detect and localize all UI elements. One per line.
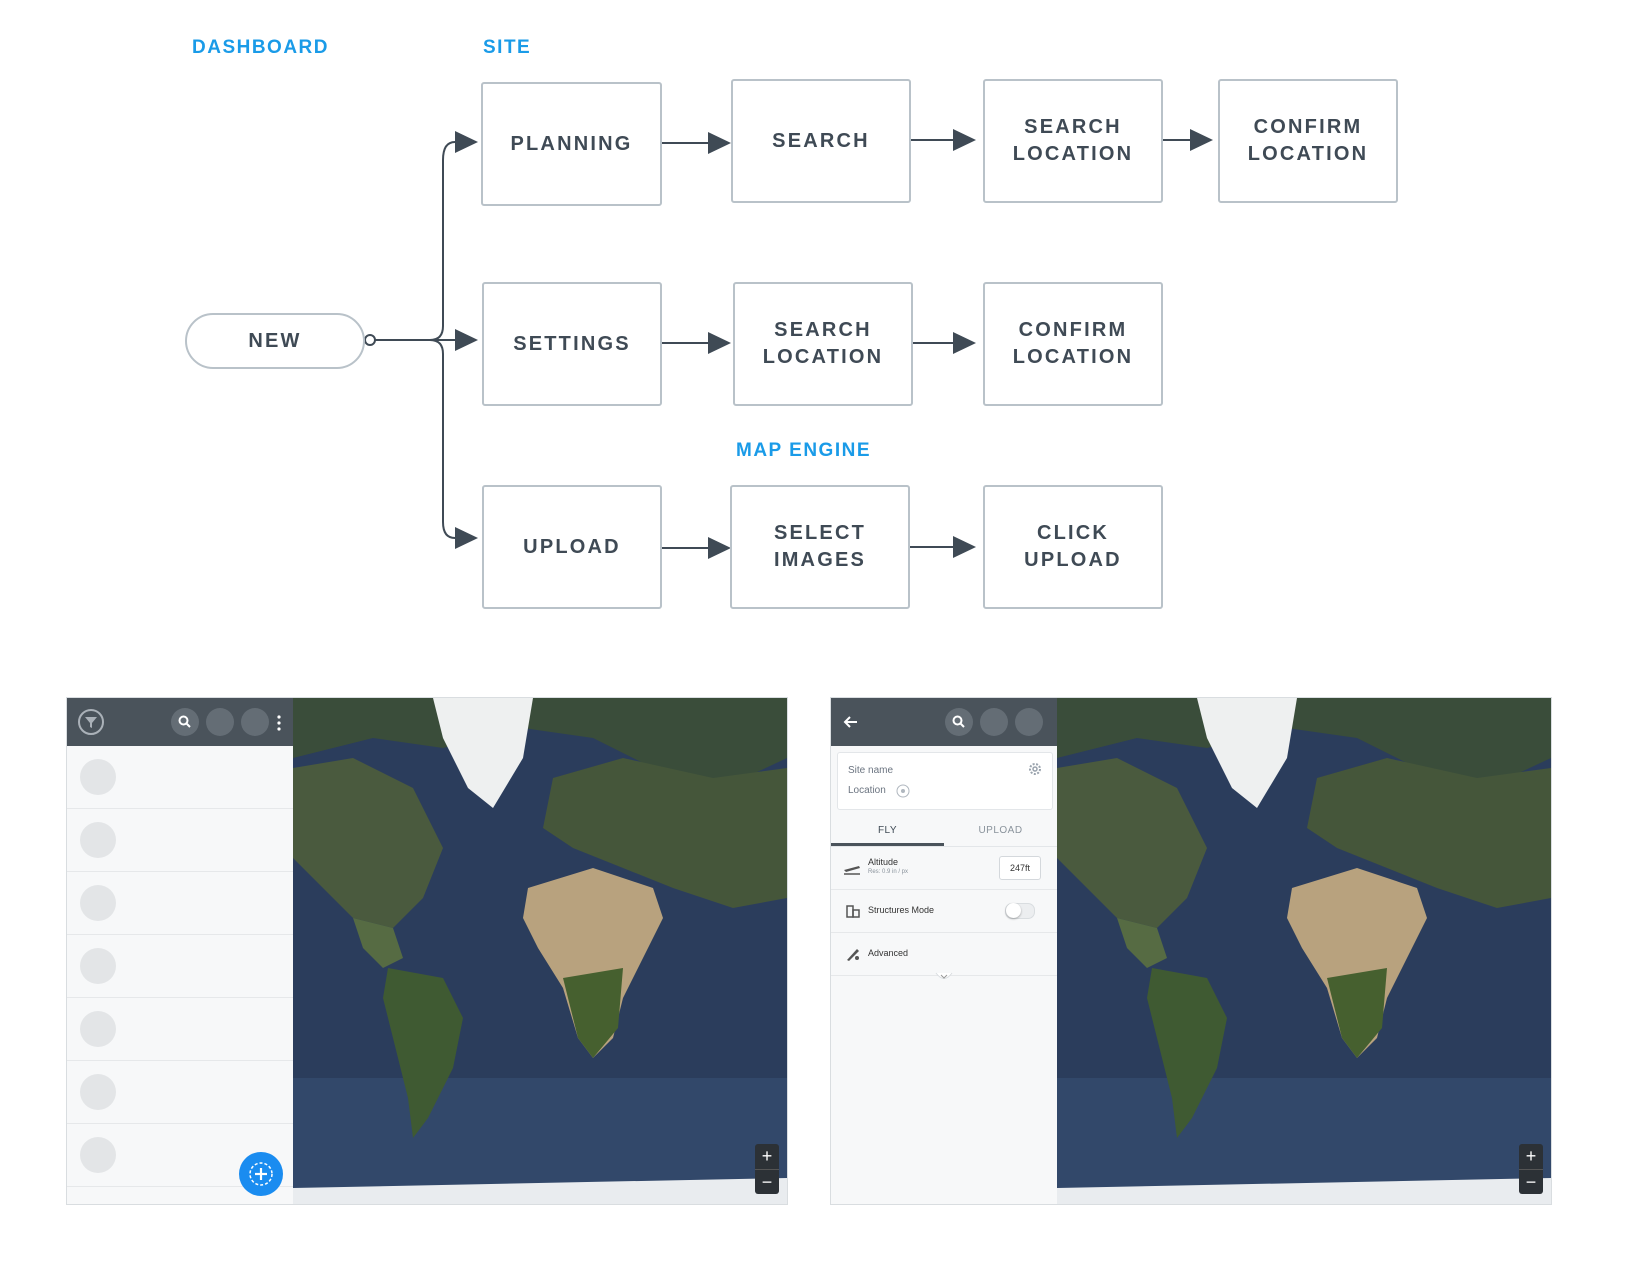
flow-box-label: CONFIRM LOCATION: [1012, 319, 1134, 368]
list-item[interactable]: [67, 935, 293, 998]
tab-upload[interactable]: UPLOAD: [978, 825, 1023, 836]
building-icon: [846, 905, 860, 918]
flow-box-label: SEARCH LOCATION: [762, 319, 884, 368]
altitude-input[interactable]: 247ft: [999, 856, 1041, 880]
toolbar-button[interactable]: [241, 708, 269, 736]
list-item[interactable]: [67, 872, 293, 935]
plane-icon: [844, 866, 860, 875]
chevron-down-icon[interactable]: [935, 972, 953, 982]
section-dashboard: DASHBOARD: [192, 37, 329, 58]
section-map-engine: MAP ENGINE: [736, 440, 872, 461]
flow-box-confirm-location-1: CONFIRM LOCATION: [1218, 79, 1398, 203]
world-map-image: [1057, 698, 1551, 1204]
list-item[interactable]: [67, 746, 293, 809]
satellite-map[interactable]: + −: [293, 698, 787, 1204]
flow-start-label: NEW: [248, 329, 302, 352]
altitude-resolution: Res: 0.9 in / px: [868, 869, 909, 875]
search-button[interactable]: [171, 708, 199, 736]
advanced-settings-icon: [847, 949, 859, 961]
filter-icon[interactable]: [77, 708, 105, 736]
plus-icon: [249, 1162, 273, 1186]
zoom-in-button[interactable]: +: [1519, 1144, 1543, 1170]
flow-box-label: SETTINGS: [513, 332, 631, 355]
add-site-button[interactable]: [239, 1152, 283, 1196]
location-pin-icon: [896, 784, 910, 798]
avatar: [80, 948, 116, 984]
zoom-out-button[interactable]: −: [761, 1172, 773, 1192]
list-item[interactable]: [67, 1061, 293, 1124]
list-item[interactable]: [67, 1124, 293, 1187]
location-field[interactable]: Location: [848, 785, 886, 796]
list-item[interactable]: [67, 998, 293, 1061]
toggle-knob: [1006, 903, 1021, 918]
zoom-control[interactable]: + −: [755, 1144, 779, 1194]
site-name-field[interactable]: Site name: [848, 765, 894, 776]
altitude-label: Altitude: [868, 857, 899, 867]
world-map-image: [293, 698, 787, 1204]
avatar: [80, 759, 116, 795]
site-sidebar: Site name Location FLY UPLOAD Altitude R…: [831, 698, 1058, 1204]
gear-icon[interactable]: [1027, 761, 1043, 777]
flow-box-upload: UPLOAD: [482, 485, 662, 609]
advanced-row[interactable]: Advanced: [831, 933, 1057, 976]
mode-tabs: FLY UPLOAD: [831, 816, 1057, 847]
tab-fly[interactable]: FLY: [831, 816, 944, 846]
more-vert-icon[interactable]: [275, 714, 283, 732]
site-info-card: Site name Location: [837, 752, 1053, 810]
avatar: [80, 1074, 116, 1110]
structures-mode-row: Structures Mode: [831, 890, 1057, 933]
flow-box-click-upload: CLICK UPLOAD: [983, 485, 1163, 609]
avatar: [80, 1011, 116, 1047]
dashboard-sidebar: [67, 698, 294, 1204]
flow-box-label: SEARCH: [772, 129, 870, 152]
flow-box-confirm-location-2: CONFIRM LOCATION: [983, 282, 1163, 406]
flow-box-select-images: SELECT IMAGES: [730, 485, 910, 609]
satellite-map[interactable]: + −: [1057, 698, 1551, 1204]
search-icon: [952, 715, 965, 728]
toolbar-button[interactable]: [1015, 708, 1043, 736]
avatar: [80, 885, 116, 921]
flow-box-search-location-1: SEARCH LOCATION: [983, 79, 1163, 203]
flow-box-label: PLANNING: [510, 132, 633, 155]
structures-mode-toggle[interactable]: [1005, 903, 1035, 919]
list-item[interactable]: [67, 809, 293, 872]
flow-box-label: CLICK UPLOAD: [1024, 522, 1122, 571]
dashboard-topbar: [67, 698, 293, 746]
site-topbar: [831, 698, 1057, 746]
toolbar-button[interactable]: [206, 708, 234, 736]
structures-mode-label: Structures Mode: [868, 905, 935, 915]
flow-box-planning: PLANNING: [481, 82, 662, 206]
back-arrow-icon[interactable]: [841, 712, 861, 732]
flow-box-label: SELECT IMAGES: [773, 522, 867, 571]
avatar: [80, 822, 116, 858]
flow-box-search: SEARCH: [731, 79, 911, 203]
flow-start-new: NEW: [185, 313, 365, 369]
flow-box-label: SEARCH LOCATION: [1012, 116, 1134, 165]
search-button[interactable]: [945, 708, 973, 736]
avatar: [80, 1137, 116, 1173]
section-site: SITE: [483, 37, 532, 58]
toolbar-button[interactable]: [980, 708, 1008, 736]
zoom-control[interactable]: + −: [1519, 1144, 1543, 1194]
flow-box-label: CONFIRM LOCATION: [1247, 116, 1369, 165]
flow-box-search-location-2: SEARCH LOCATION: [733, 282, 913, 406]
flow-box-label: UPLOAD: [523, 535, 621, 558]
flow-box-settings: SETTINGS: [482, 282, 662, 406]
search-icon: [178, 715, 191, 728]
zoom-out-button[interactable]: −: [1525, 1172, 1537, 1192]
site-screenshot: Site name Location FLY UPLOAD Altitude R…: [831, 698, 1551, 1204]
dashboard-screenshot: + −: [67, 698, 787, 1204]
zoom-in-button[interactable]: +: [755, 1144, 779, 1170]
advanced-label: Advanced: [868, 948, 909, 958]
altitude-row: Altitude Res: 0.9 in / px 247ft: [831, 847, 1057, 890]
flow-connectors: [364, 129, 1213, 559]
